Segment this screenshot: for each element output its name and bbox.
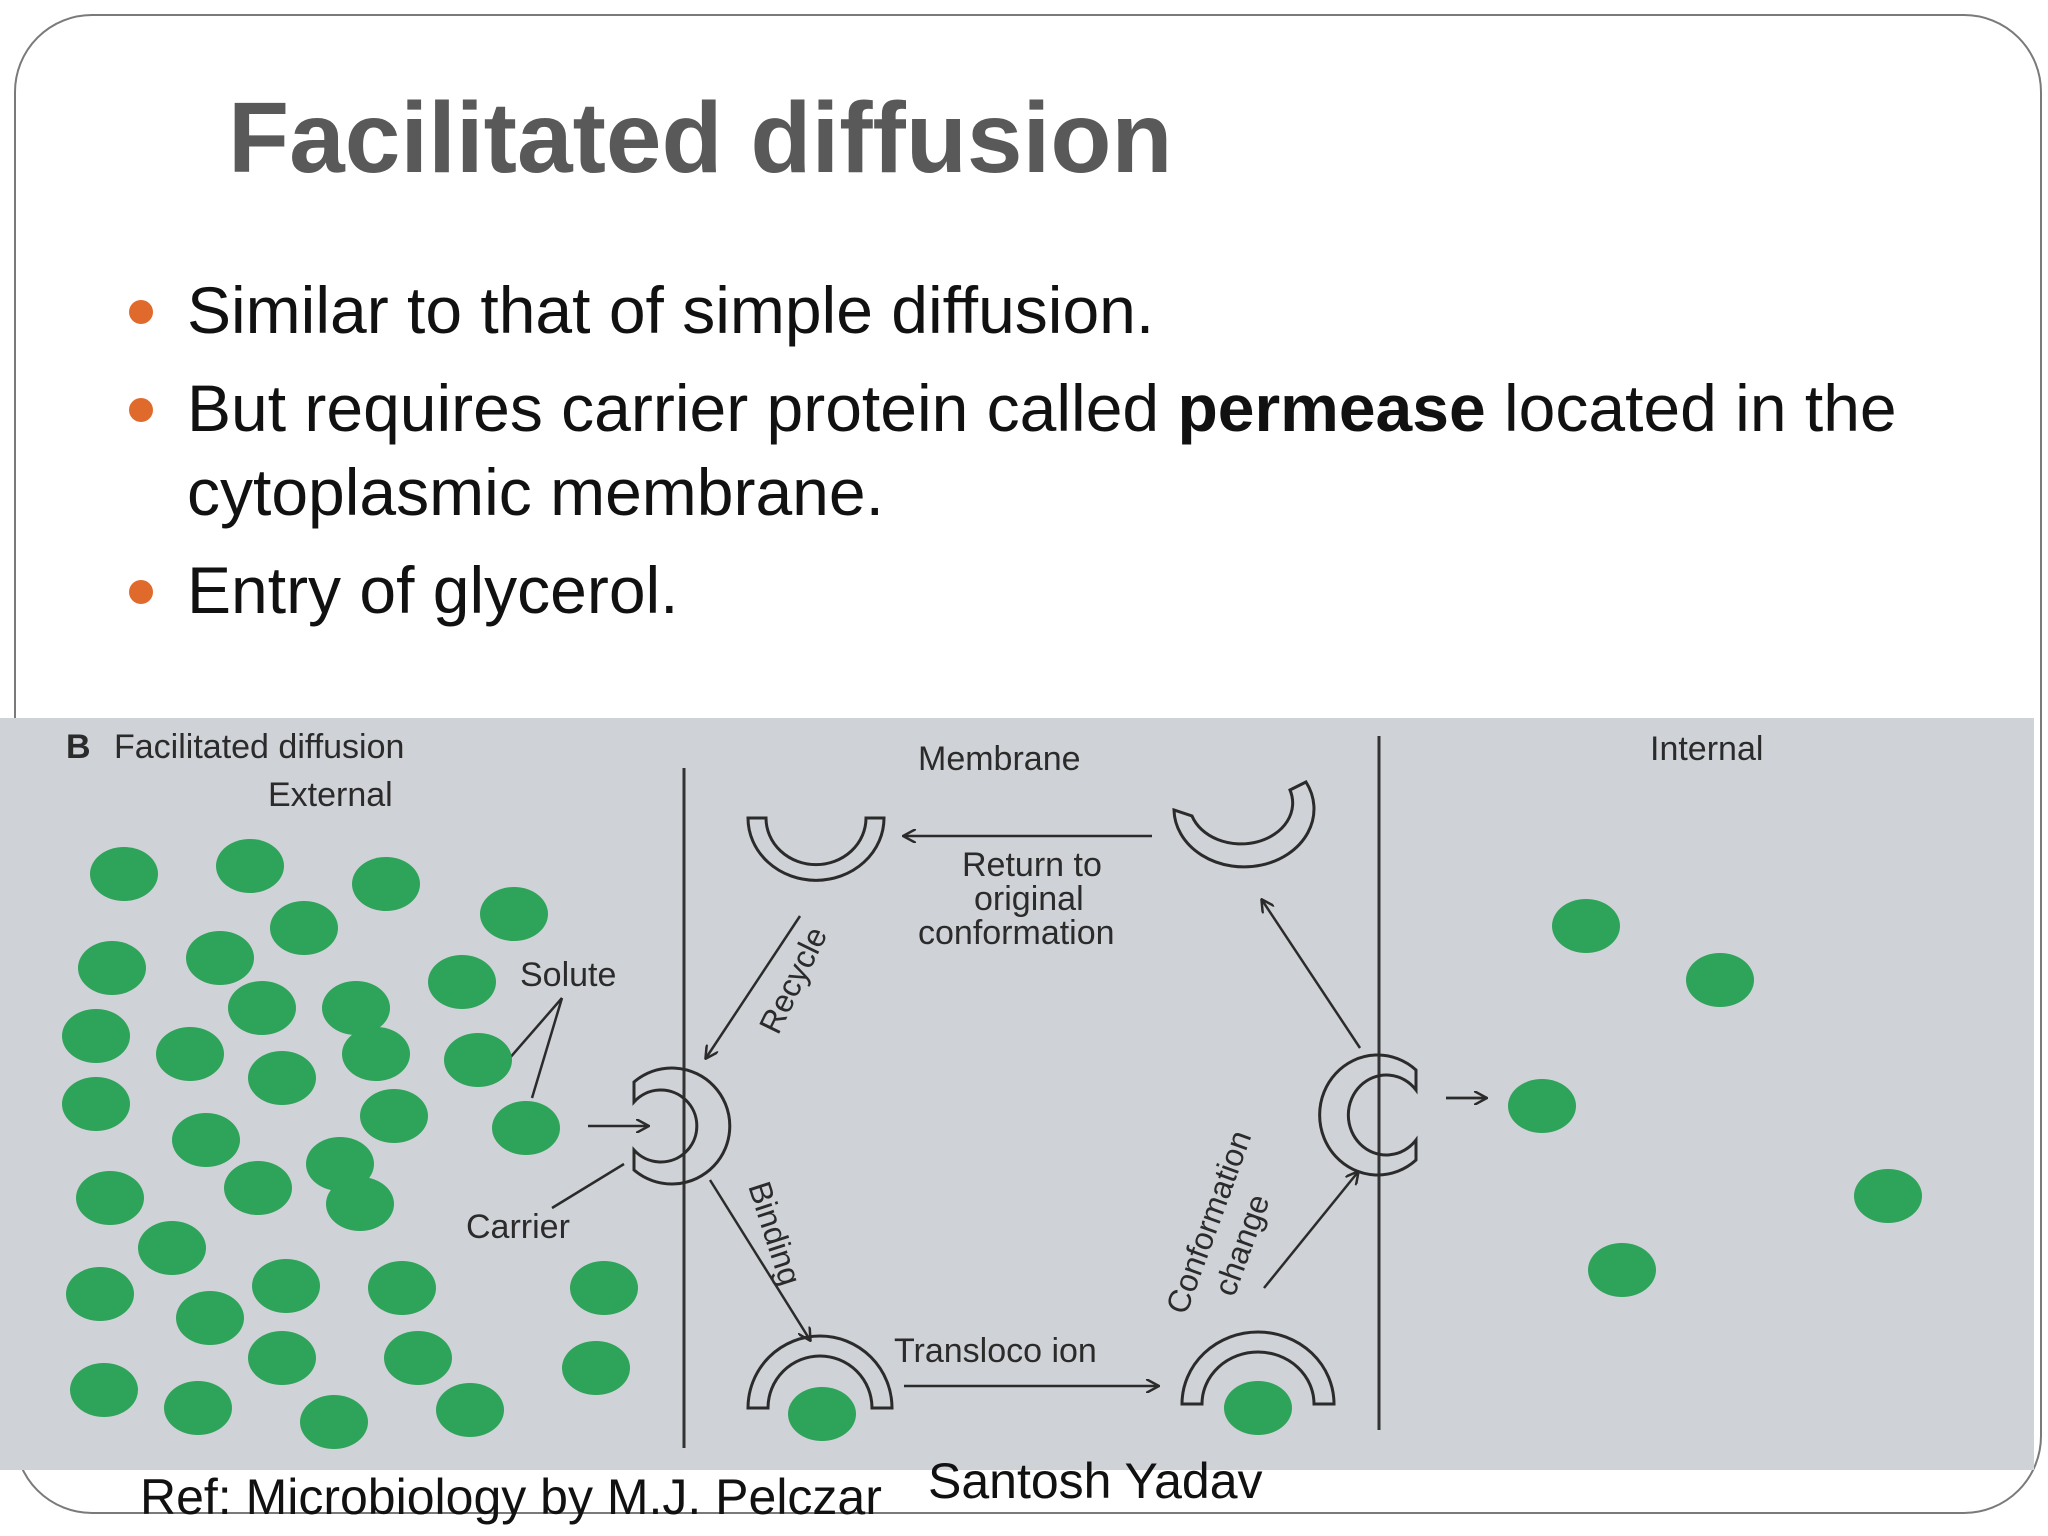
solute-dot [368,1261,436,1315]
solute-dot [1854,1169,1922,1223]
internal-label: Internal [1650,730,1763,768]
solute-dot [1508,1079,1576,1133]
bullet-text: located in the cytoplasmic membrane. [187,371,1897,529]
solute-dot [352,857,420,911]
solute-dot [252,1259,320,1313]
solute-dot [224,1161,292,1215]
solute-dot [480,887,548,941]
author-text: Santosh Yadav [928,1453,1263,1509]
carrier-label: Carrier [466,1208,570,1246]
bullet-dot-icon [129,580,153,604]
binding-arrow [708,1179,810,1340]
binding-label: Binding [741,1177,808,1290]
solute-dot [66,1267,134,1321]
solute-dot [1686,953,1754,1007]
conformation-arrow [1263,1172,1358,1289]
figure-svg: B Facilitated diffusion External Membran… [62,728,1922,1449]
membrane-label: Membrane [918,740,1081,778]
solute-dot [172,1113,240,1167]
facilitated-diffusion-figure: B Facilitated diffusion External Membran… [0,718,2034,1470]
solute-dot [570,1261,638,1315]
solute-dot [70,1363,138,1417]
solute-dot [788,1387,856,1441]
solute-dot [90,847,158,901]
reference-text: Ref: Microbiology by M.J. Pelczar [140,1469,882,1525]
solute-dot [326,1177,394,1231]
external-label: External [268,776,393,814]
solute-dot [164,1381,232,1435]
solute-molecules [62,839,1922,1449]
solute-dot [1588,1243,1656,1297]
upward-arrow [1262,900,1362,1049]
solute-dot [1552,899,1620,953]
panel-title: Facilitated diffusion [114,728,404,766]
solute-dot [216,839,284,893]
carrier-translocated-shape [1180,1330,1336,1406]
translocation-label: Transloco ion [894,1332,1097,1370]
solute-dot [248,1331,316,1385]
recycle-arrow [706,915,802,1058]
carrier-release-shape [1318,1053,1418,1177]
bullet-item: Similar to that of simple diffusion. [125,268,1945,352]
return-label-line3: conformation [918,914,1115,952]
solute-dot [248,1051,316,1105]
carrier-returning-shape [1172,780,1316,869]
solute-dot [78,941,146,995]
solute-dot [138,1221,206,1275]
solute-label: Solute [520,956,616,994]
bullet-text: But requires carrier protein called [187,371,1178,445]
return-label-line2: original [974,880,1084,918]
carrier-recycled-shape [746,816,886,882]
slide-title: Facilitated diffusion [228,82,1173,194]
carrier-bound-shape [746,1334,894,1410]
solute-dot [300,1395,368,1449]
bullet-dot-icon [129,300,153,324]
solute-dot [62,1009,130,1063]
solute-dot [186,931,254,985]
solute-pointer-1 [507,997,563,1061]
solute-pointer-2 [530,997,564,1099]
solute-dot [342,1027,410,1081]
bullet-list: Similar to that of simple diffusion. But… [125,268,1945,646]
bullet-bold-term: permease [1177,371,1486,445]
solute-dot [322,981,390,1035]
solute-dot [444,1033,512,1087]
solute-dot [428,955,496,1009]
solute-dot [76,1171,144,1225]
solute-dot [492,1101,560,1155]
carrier-binding-site-shape [632,1066,732,1186]
bullet-text: Entry of glycerol. [187,553,679,627]
carrier-pointer [551,1162,625,1210]
return-label-line1: Return to [962,846,1102,884]
solute-dot [156,1027,224,1081]
solute-dot [1224,1381,1292,1435]
panel-letter: B [66,728,91,766]
bullet-dot-icon [129,398,153,422]
solute-dot [176,1291,244,1345]
solute-dot [562,1341,630,1395]
recycle-label: Recycle [752,921,834,1039]
bullet-item: But requires carrier protein called perm… [125,366,1945,534]
solute-dot [270,901,338,955]
bullet-text: Similar to that of simple diffusion. [187,273,1155,347]
solute-dot [384,1331,452,1385]
solute-dot [360,1089,428,1143]
solute-dot [436,1383,504,1437]
bullet-item: Entry of glycerol. [125,548,1945,632]
solute-dot [62,1077,130,1131]
solute-dot [228,981,296,1035]
